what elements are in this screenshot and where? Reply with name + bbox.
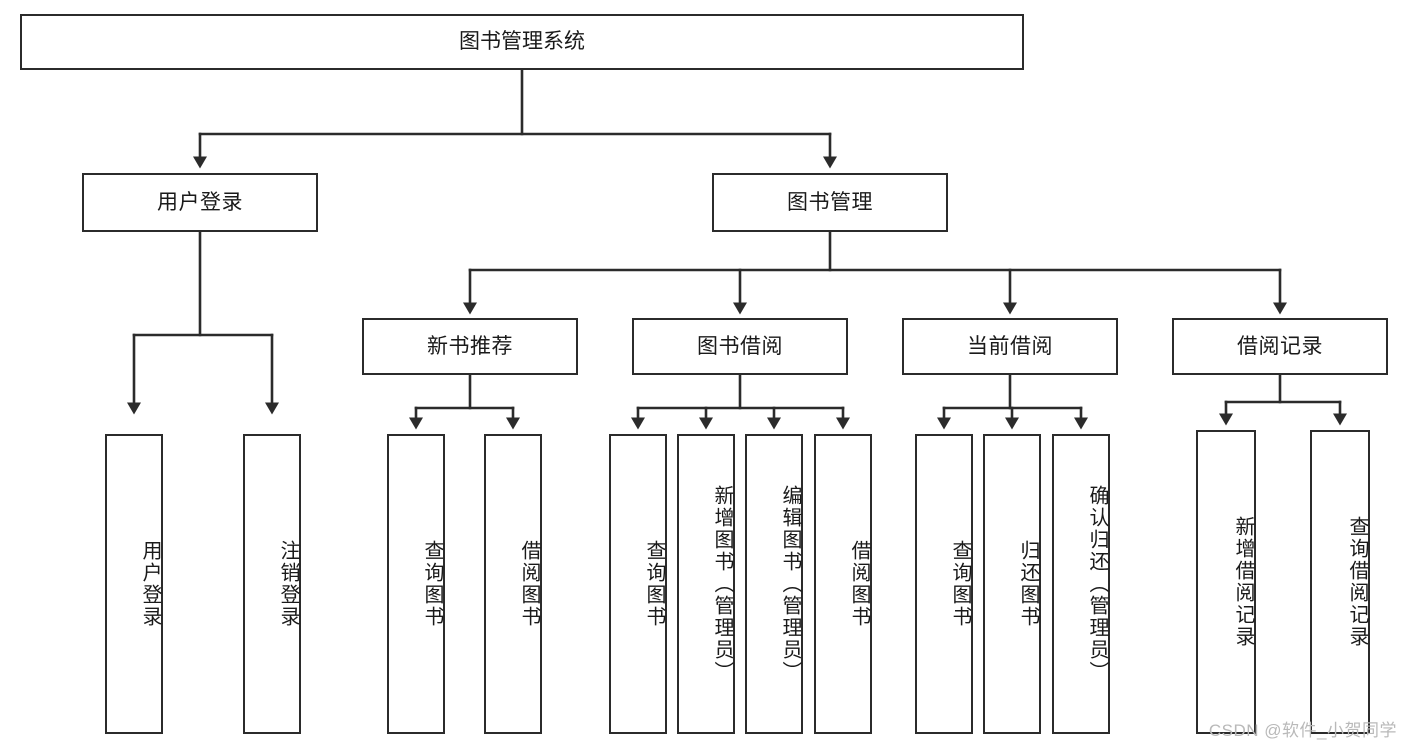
node-leaf-query-book-1-label: 查询图书	[421, 540, 443, 628]
node-borrow-record-label: 借阅记录	[1237, 334, 1323, 358]
node-leaf-borrow-book-1-label: 借阅图书	[518, 540, 540, 628]
node-leaf-query-book-3-label: 查询图书	[949, 540, 971, 628]
node-root[interactable]: 图书管理系统	[20, 14, 1024, 70]
node-leaf-return-book-label: 归还图书	[1017, 540, 1039, 628]
watermark: CSDN @软件_小贺同学	[1208, 721, 1397, 740]
node-leaf-borrow-book-2-label: 借阅图书	[848, 540, 870, 628]
node-new-book-recommend-label: 新书推荐	[427, 334, 513, 358]
node-current-borrow-label: 当前借阅	[967, 334, 1053, 358]
node-leaf-borrow-book-2[interactable]: 借阅图书	[814, 434, 872, 734]
node-leaf-add-book[interactable]: 新增图书（管理员）	[677, 434, 735, 734]
node-leaf-query-book-1[interactable]: 查询图书	[387, 434, 445, 734]
node-leaf-user-login-label: 用户登录	[139, 540, 161, 628]
node-leaf-borrow-book-1[interactable]: 借阅图书	[484, 434, 542, 734]
node-leaf-query-book-2[interactable]: 查询图书	[609, 434, 667, 734]
node-leaf-add-book-label: 新增图书（管理员）	[711, 485, 733, 683]
node-leaf-logout[interactable]: 注销登录	[243, 434, 301, 734]
node-user-login[interactable]: 用户登录	[82, 173, 318, 232]
node-root-label: 图书管理系统	[459, 30, 585, 54]
node-leaf-logout-label: 注销登录	[277, 540, 299, 628]
node-leaf-query-book-3[interactable]: 查询图书	[915, 434, 973, 734]
node-new-book-recommend[interactable]: 新书推荐	[362, 318, 578, 375]
node-leaf-query-book-2-label: 查询图书	[643, 540, 665, 628]
node-leaf-confirm-return-label: 确认归还（管理员）	[1086, 485, 1108, 683]
node-book-borrow[interactable]: 图书借阅	[632, 318, 848, 375]
node-leaf-query-record[interactable]: 查询借阅记录	[1310, 430, 1370, 734]
node-leaf-edit-book-label: 编辑图书（管理员）	[779, 485, 801, 683]
node-leaf-edit-book[interactable]: 编辑图书（管理员）	[745, 434, 803, 734]
node-book-manage[interactable]: 图书管理	[712, 173, 948, 232]
node-book-manage-label: 图书管理	[787, 190, 873, 214]
node-current-borrow[interactable]: 当前借阅	[902, 318, 1118, 375]
node-leaf-confirm-return[interactable]: 确认归还（管理员）	[1052, 434, 1110, 734]
node-leaf-user-login[interactable]: 用户登录	[105, 434, 163, 734]
node-leaf-return-book[interactable]: 归还图书	[983, 434, 1041, 734]
node-user-login-label: 用户登录	[157, 190, 243, 214]
node-leaf-query-record-label: 查询借阅记录	[1346, 516, 1368, 648]
node-borrow-record[interactable]: 借阅记录	[1172, 318, 1388, 375]
node-book-borrow-label: 图书借阅	[697, 334, 783, 358]
node-leaf-add-record[interactable]: 新增借阅记录	[1196, 430, 1256, 734]
node-leaf-add-record-label: 新增借阅记录	[1232, 516, 1254, 648]
